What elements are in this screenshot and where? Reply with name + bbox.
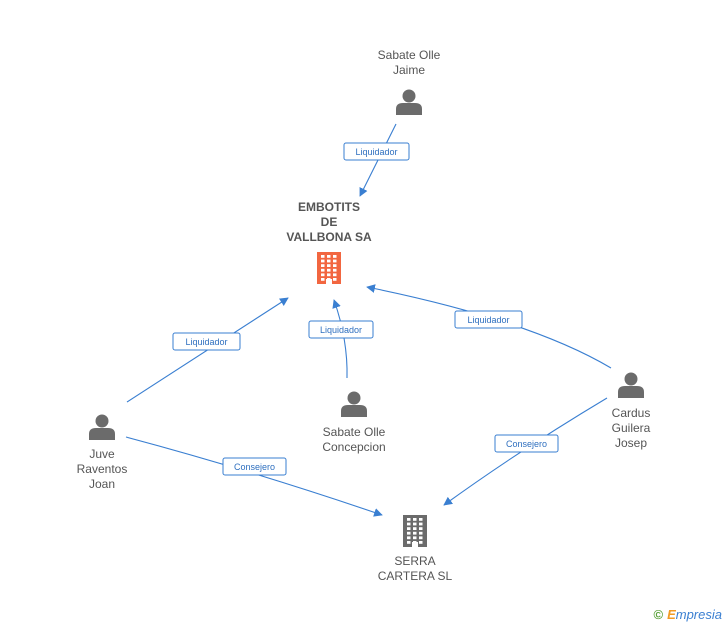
edges: LiquidadorLiquidadorLiquidadorLiquidador… xyxy=(125,123,612,517)
node-label-line: Josep xyxy=(615,436,647,450)
edge-cardus-to-serra: Consejero xyxy=(443,397,608,506)
node-label-line: EMBOTITS xyxy=(298,200,360,214)
node-label-line: DE xyxy=(321,215,338,229)
edge-label: Consejero xyxy=(234,462,275,472)
brand-name: mpresia xyxy=(675,607,722,622)
copyright-icon: © xyxy=(653,607,664,622)
node-label-line: VALLBONA SA xyxy=(286,230,372,244)
edge-label: Liquidador xyxy=(185,337,227,347)
edge-cardus-to-embotits: Liquidador xyxy=(366,284,612,369)
edge-concepcion-to-embotits: Liquidador xyxy=(308,299,374,379)
edge-line xyxy=(332,299,348,379)
node-label-line: CARTERA SL xyxy=(378,569,453,583)
person-icon xyxy=(618,372,644,398)
edge-label-box xyxy=(172,332,241,351)
building-icon xyxy=(317,252,341,284)
node-label-line: Cardus xyxy=(612,406,651,420)
node-label-line: Sabate Olle xyxy=(378,48,441,62)
edge-juve-to-serra: Consejero xyxy=(125,436,383,517)
building-icon xyxy=(403,515,427,547)
person-icon xyxy=(341,391,367,417)
edge-label-box xyxy=(222,457,287,476)
edge-label-box xyxy=(308,320,374,339)
edge-label-box xyxy=(454,310,523,329)
edge-label-box xyxy=(343,142,410,161)
node-label-line: Joan xyxy=(89,477,115,491)
person-icon xyxy=(89,414,115,440)
edge-label: Consejero xyxy=(506,439,547,449)
edge-label: Liquidador xyxy=(355,147,397,157)
node-label-line: Raventos xyxy=(77,462,128,476)
edge-label: Liquidador xyxy=(467,315,509,325)
node-label-line: Sabate Olle xyxy=(323,425,386,439)
edge-jaime-to-embotits: Liquidador xyxy=(343,123,410,197)
footer-brand: ©Empresia xyxy=(653,607,722,622)
edge-juve-to-embotits: Liquidador xyxy=(126,297,289,403)
edge-label-box xyxy=(494,434,559,453)
node-label-line: Guilera xyxy=(612,421,651,435)
edge-label: Liquidador xyxy=(320,325,362,335)
node-label-line: Juve xyxy=(89,447,115,461)
node-label-line: Jaime xyxy=(393,63,425,77)
person-icon xyxy=(396,89,422,115)
node-label-line: SERRA xyxy=(394,554,435,568)
node-label-line: Concepcion xyxy=(322,440,385,454)
brand-initial: E xyxy=(667,607,676,622)
